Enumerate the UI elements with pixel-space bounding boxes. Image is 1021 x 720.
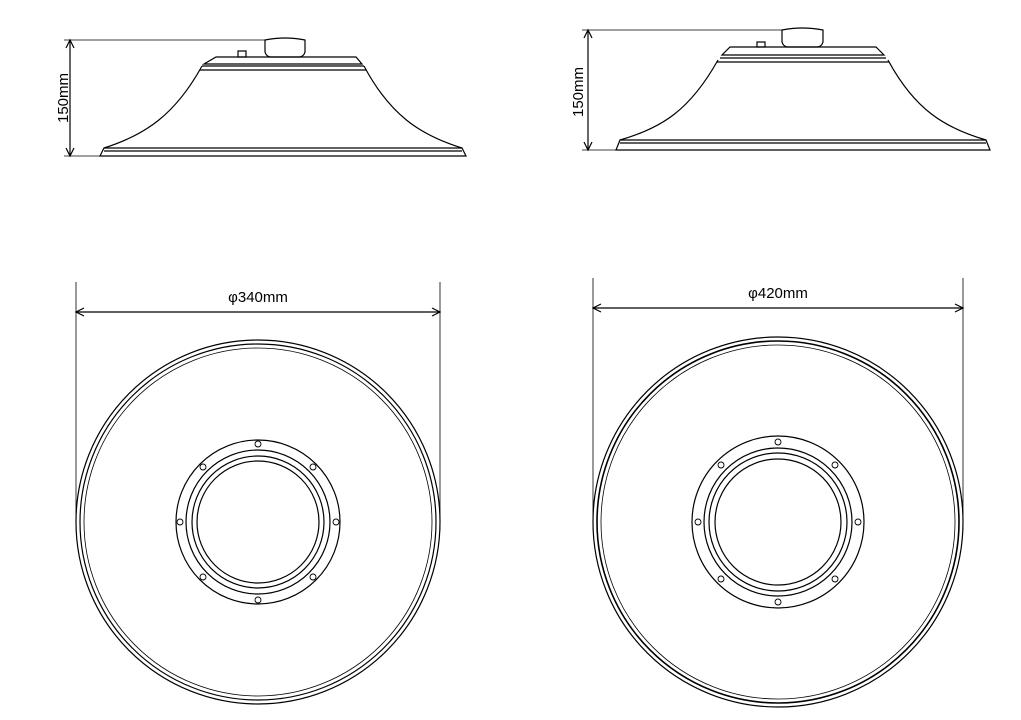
- large-lamp-side-view: [582, 27, 991, 152]
- module-ring-3: [708, 452, 848, 592]
- shade-edge-circle: [600, 344, 956, 700]
- screw-icon: [254, 440, 262, 448]
- top-plate: [201, 56, 364, 65]
- screw-icon: [199, 463, 207, 471]
- screw-icon: [199, 573, 207, 581]
- top-plate: [720, 46, 886, 56]
- screw-icon: [332, 518, 340, 526]
- diameter-arrow-left: [74, 307, 85, 317]
- screw-set: [176, 440, 340, 604]
- large-diameter-label: φ420mm: [748, 285, 808, 302]
- small-diameter-label: φ340mm: [228, 289, 288, 306]
- module-ring-2: [185, 449, 331, 595]
- outer-rim-inner-circle: [596, 340, 960, 704]
- screw-icon: [717, 575, 725, 583]
- module-outer-ring: [691, 435, 865, 609]
- diameter-arrow-right: [431, 307, 442, 317]
- screw-set: [694, 438, 862, 606]
- screw-icon: [176, 518, 184, 526]
- shade-left-curve: [103, 65, 203, 149]
- module-ring-3: [191, 455, 325, 589]
- screw-icon: [717, 461, 725, 469]
- screw-icon: [694, 518, 702, 526]
- outer-rim-circle: [75, 339, 441, 705]
- top-cap: [264, 37, 306, 58]
- large-lamp-top-view: [591, 278, 965, 708]
- cable-gland: [756, 41, 766, 48]
- screw-icon: [309, 463, 317, 471]
- module-lens-circle: [714, 458, 842, 586]
- screw-icon: [831, 461, 839, 469]
- screw-icon: [831, 575, 839, 583]
- screw-icon: [254, 596, 262, 604]
- shade-right-curve: [363, 65, 463, 149]
- small-height-label: 150mm: [55, 73, 72, 123]
- shade-right-curve: [887, 59, 987, 141]
- module-ring-2: [703, 447, 853, 597]
- outer-rim-circle: [592, 336, 964, 708]
- small-lamp-top-view: [74, 282, 442, 705]
- large-height-label: 150mm: [570, 67, 587, 117]
- cable-gland: [237, 50, 247, 58]
- shade-rim: [615, 139, 991, 151]
- screw-icon: [854, 518, 862, 526]
- shade-rim: [99, 147, 467, 157]
- module-lens-circle: [196, 460, 320, 584]
- shade-edge-circle: [83, 347, 433, 697]
- module-outer-ring: [175, 439, 341, 605]
- screw-icon: [774, 438, 782, 446]
- diameter-arrow-left: [591, 303, 602, 313]
- top-cap: [781, 27, 824, 48]
- screw-icon: [774, 598, 782, 606]
- outer-rim-inner-circle: [79, 343, 437, 701]
- screw-icon: [309, 573, 317, 581]
- small-lamp-side-view: [64, 37, 467, 158]
- diameter-arrow-right: [954, 303, 965, 313]
- shade-left-curve: [619, 59, 719, 141]
